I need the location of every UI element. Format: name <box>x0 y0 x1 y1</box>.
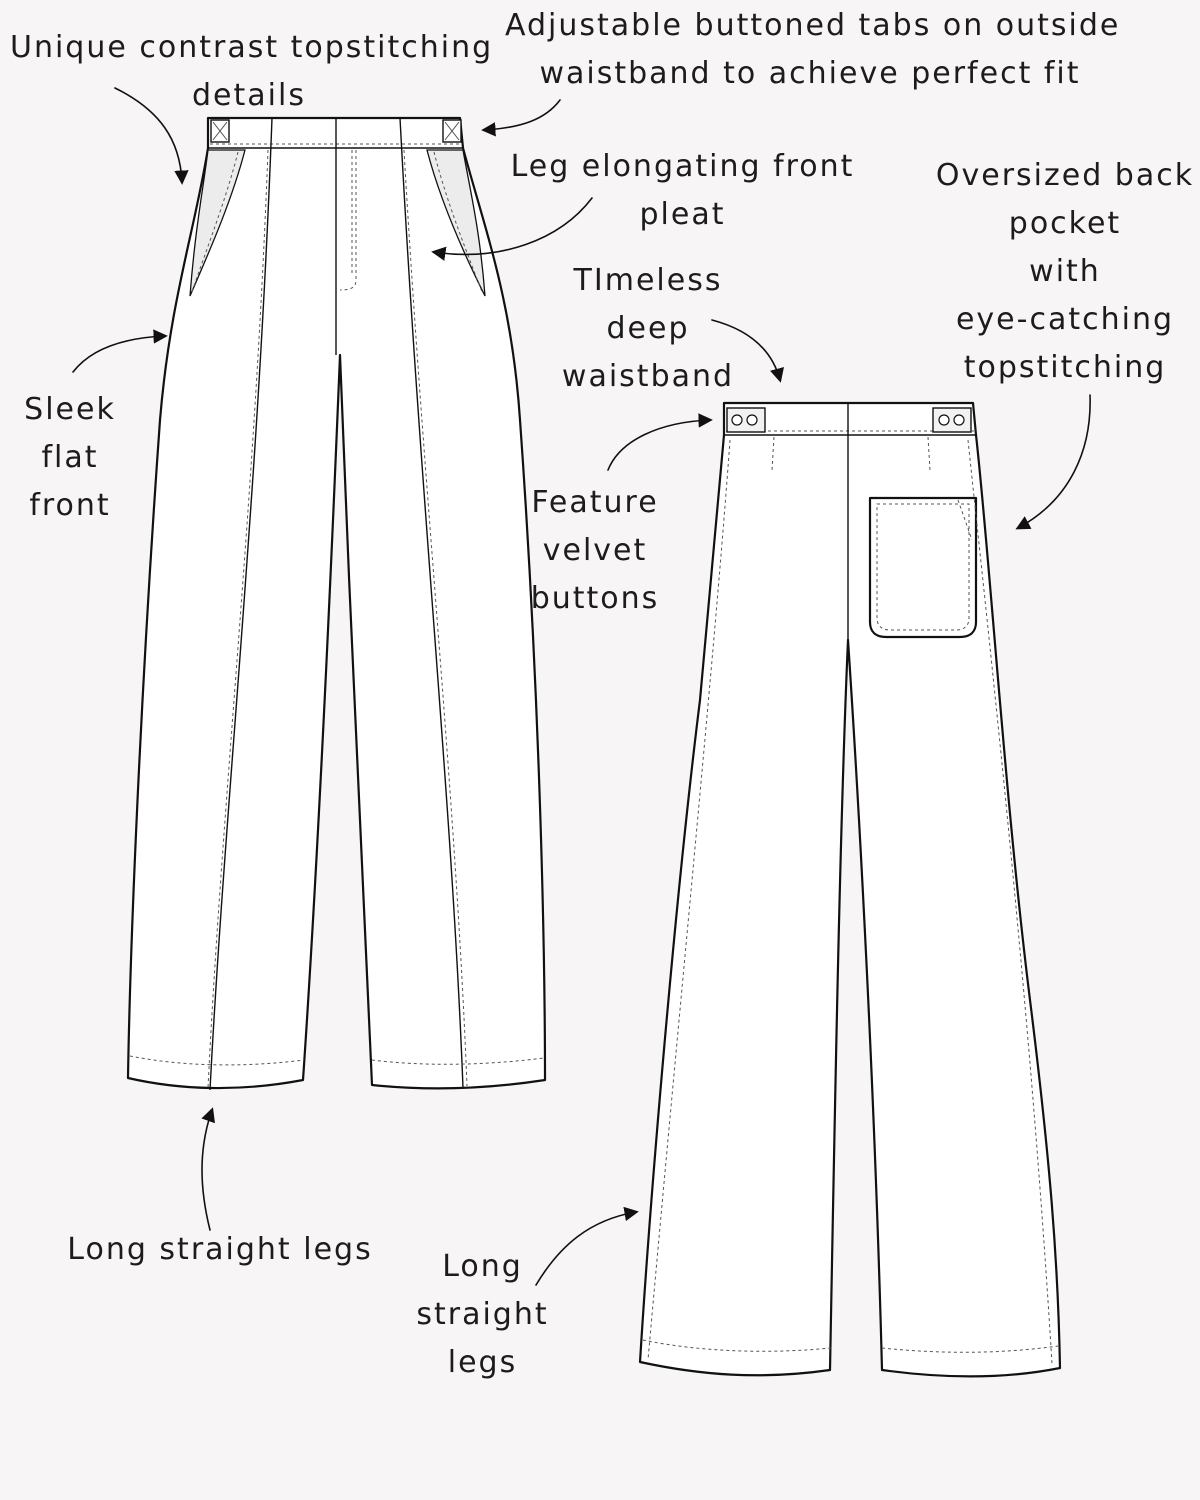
label-front-pleat: Leg elongating front pleat <box>510 149 855 232</box>
front-right-pleat-stitch <box>403 149 468 1087</box>
arrow-front-legs <box>201 1107 215 1231</box>
arrow-deep-waistband <box>711 319 784 383</box>
front-right-hem-stitch <box>371 1057 545 1065</box>
back-right-tab <box>932 407 972 433</box>
label-back-pocket: Oversized back pocket with eye-catching … <box>935 158 1195 385</box>
arrow-front-pleat <box>431 197 593 261</box>
front-left-pleat-stitch <box>207 149 269 1089</box>
front-trouser-outline <box>126 116 547 1090</box>
front-left-pleat-line <box>209 117 273 1091</box>
front-left-hem-stitch <box>129 1055 305 1066</box>
annotation-arrows <box>72 87 1091 1286</box>
label-velvet-buttons: Feature velvet buttons <box>530 485 660 616</box>
arrow-topstitching <box>114 87 189 185</box>
back-left-tab <box>726 407 766 433</box>
back-trouser-outline <box>638 401 1062 1378</box>
label-front-legs: Long straight legs <box>67 1232 373 1267</box>
back-right-hem-stitch <box>881 1345 1059 1353</box>
arrow-velvet-buttons <box>607 413 713 471</box>
front-right-tab <box>442 119 462 143</box>
label-adjustable-tabs: Adjustable buttoned tabs on outside wais… <box>505 8 1121 91</box>
label-deep-waistband: TImeless deep waistband <box>561 263 735 394</box>
front-left-tab <box>210 119 230 143</box>
arrow-adjustable-tabs <box>481 99 561 137</box>
back-view-trousers <box>638 401 1062 1378</box>
front-right-pleat-line <box>399 117 464 1089</box>
arrow-back-legs <box>535 1206 639 1286</box>
label-contrast-topstitching: Unique contrast topstitching details <box>10 30 494 113</box>
arrow-back-pocket <box>1015 394 1091 530</box>
back-right-side-stitch <box>967 439 1053 1365</box>
front-fly-stitch <box>339 150 357 291</box>
arrow-flat-front <box>72 329 168 373</box>
front-left-pocket-panel <box>189 149 246 297</box>
label-back-legs: Long straight legs <box>416 1249 549 1380</box>
front-view-trousers <box>126 116 547 1091</box>
back-pocket <box>868 496 978 639</box>
label-flat-front: Sleek flat front <box>24 392 116 523</box>
